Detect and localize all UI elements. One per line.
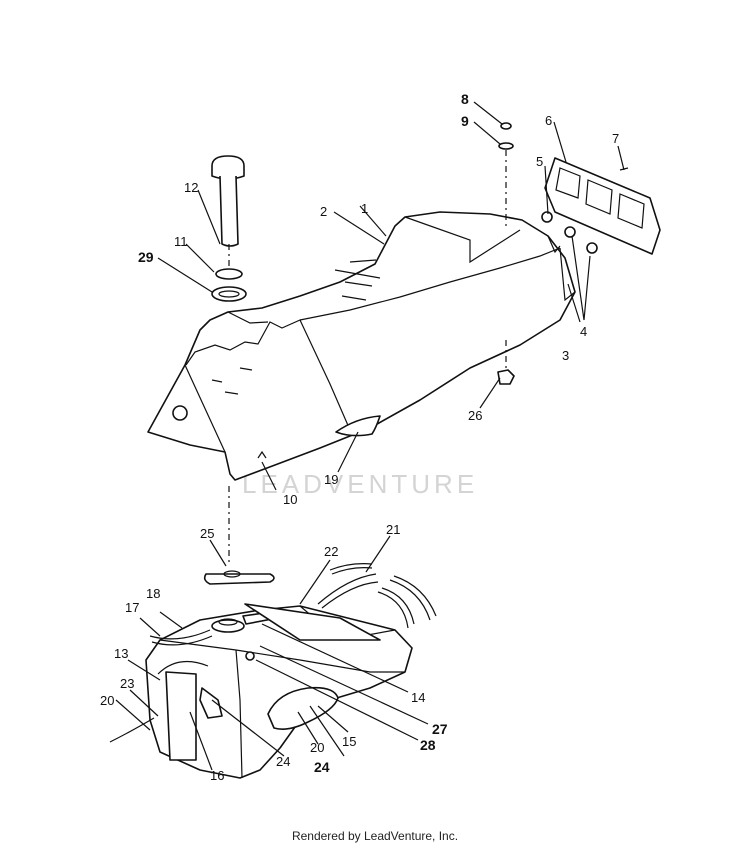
callout-2: 2	[320, 204, 327, 219]
callout-25: 25	[200, 526, 214, 541]
mounting-plate	[544, 157, 661, 255]
callout-3: 3	[562, 348, 569, 363]
callout-14: 14	[411, 690, 425, 705]
callout-23: 23	[120, 676, 134, 691]
straps	[317, 563, 437, 629]
callout-5: 5	[536, 154, 543, 169]
part-19	[335, 415, 381, 437]
pad	[203, 573, 275, 585]
callout-15: 15	[342, 734, 356, 749]
callout-16: 16	[210, 768, 224, 783]
centerlines	[228, 150, 507, 564]
callout-17: 17	[125, 600, 139, 615]
callout-labels: 1 2 3 4 5 6 7 8 9 10 11 12 13 14 15 16 1…	[100, 91, 619, 783]
callout-28: 28	[420, 737, 436, 753]
callout-4: 4	[580, 324, 587, 339]
seat-cover	[147, 211, 576, 481]
watermark-text: LEADVENTURE	[242, 469, 478, 499]
fuel-lines	[109, 629, 223, 761]
fuel-tank	[145, 605, 413, 779]
callout-1: 1	[361, 201, 368, 216]
callout-13: 13	[114, 646, 128, 661]
callout-19: 19	[324, 472, 338, 487]
callout-10: 10	[283, 492, 297, 507]
callout-29: 29	[138, 249, 154, 265]
callout-27: 27	[432, 721, 448, 737]
fasteners	[497, 122, 598, 385]
callout-20-right: 20	[310, 740, 324, 755]
callout-20-left: 20	[100, 693, 114, 708]
callout-9: 9	[461, 113, 469, 129]
callout-18: 18	[146, 586, 160, 601]
callout-11: 11	[174, 234, 188, 249]
callout-24-left: 24	[276, 754, 290, 769]
callout-21: 21	[386, 522, 400, 537]
filler-neck	[211, 155, 247, 302]
callout-6: 6	[545, 113, 552, 128]
footer-credit: Rendered by LeadVenture, Inc.	[291, 829, 459, 843]
callout-8: 8	[461, 91, 469, 107]
leader-lines	[115, 101, 625, 771]
callout-7: 7	[612, 131, 619, 146]
callout-24-right: 24	[314, 759, 330, 775]
callout-26: 26	[468, 408, 482, 423]
heat-shield	[244, 603, 381, 641]
callout-12: 12	[184, 180, 198, 195]
callout-22: 22	[324, 544, 338, 559]
